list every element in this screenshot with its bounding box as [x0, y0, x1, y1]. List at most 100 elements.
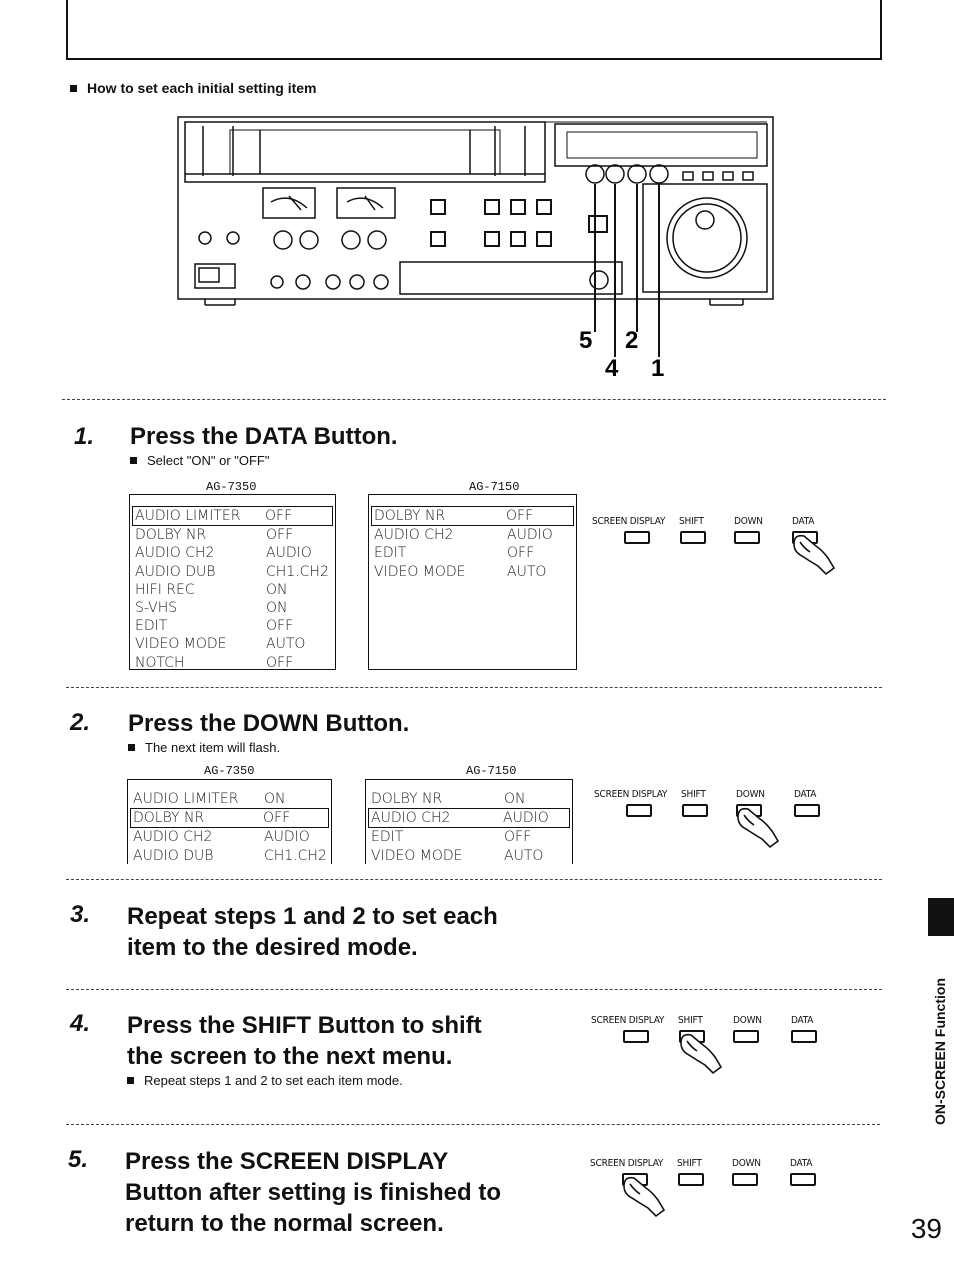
- menu-item-label: DOLBY NR: [133, 810, 205, 827]
- step-note: Repeat steps 1 and 2 to set each item mo…: [127, 1073, 403, 1088]
- button-group-step5: SCREEN DISPLAY SHIFT DOWN DATA: [590, 1158, 850, 1228]
- menu-item-value: ON: [266, 581, 288, 598]
- menu-item-value: OFF: [265, 508, 293, 524]
- top-frame: [66, 0, 882, 60]
- down-button[interactable]: [734, 531, 760, 544]
- step-number: 1.: [74, 423, 95, 450]
- menu-row-selected: DOLBY NR OFF: [371, 506, 574, 527]
- menu-row: NOTCH OFF: [130, 654, 335, 672]
- down-button[interactable]: [733, 1030, 759, 1043]
- menu-item-value: OFF: [507, 545, 535, 562]
- menu-row-selected: DOLBY NR OFF: [130, 808, 329, 829]
- button-label: SHIFT: [677, 1158, 702, 1169]
- divider: [66, 879, 882, 880]
- callout-5: 5: [579, 327, 592, 354]
- menu-item-label: DOLBY NR: [371, 791, 443, 807]
- menu-row: DOLBY NR ON: [366, 790, 572, 808]
- data-button[interactable]: [791, 1030, 817, 1043]
- menu-item-value: ON: [266, 599, 288, 616]
- button-label: DATA: [790, 1158, 813, 1169]
- shift-button[interactable]: [680, 531, 706, 544]
- bullet-square: [128, 744, 135, 752]
- step-title: Press the DATA Button.: [130, 423, 398, 450]
- screen-display-button[interactable]: [624, 531, 650, 544]
- step-note: The next item will flash.: [128, 740, 280, 755]
- button-label: SHIFT: [678, 1015, 703, 1026]
- button-label: DATA: [791, 1015, 814, 1026]
- menu-row: AUDIO DUB CH1.CH2: [130, 563, 335, 581]
- menu-row: HIFI REC ON: [130, 581, 335, 599]
- menu-item-value: OFF: [263, 810, 291, 827]
- intro-heading: How to set each initial setting item: [70, 80, 316, 96]
- menu-item-value: CH1.CH2: [264, 847, 327, 864]
- menu-item-label: AUDIO DUB: [135, 563, 216, 580]
- menu-model-label: AG-7350: [204, 764, 255, 778]
- menu-item-label: DOLBY NR: [374, 508, 446, 524]
- button-label: SCREEN DISPLAY: [594, 789, 668, 800]
- menu-item-label: S-VHS: [135, 599, 178, 616]
- data-button[interactable]: [790, 1173, 816, 1186]
- button-label: SCREEN DISPLAY: [590, 1158, 664, 1169]
- callout-1: 1: [651, 355, 664, 382]
- menu-item-label: HIFI REC: [135, 581, 195, 598]
- pressing-finger-icon: [623, 1176, 666, 1218]
- menu-item-value: OFF: [266, 618, 294, 635]
- bullet-square: [70, 84, 77, 92]
- menu-item-label: VIDEO MODE: [371, 847, 463, 864]
- menu-item-value: AUDIO: [266, 545, 312, 562]
- shift-button[interactable]: [678, 1173, 704, 1186]
- button-label: DOWN: [733, 1015, 762, 1026]
- menu-item-label: EDIT: [135, 618, 168, 635]
- divider: [66, 687, 882, 688]
- divider: [66, 1124, 880, 1125]
- divider: [66, 989, 882, 990]
- data-button[interactable]: [794, 804, 820, 817]
- screen-display-button[interactable]: [626, 804, 652, 817]
- menu-row: EDIT OFF: [130, 617, 335, 635]
- callout-4: 4: [605, 355, 619, 382]
- page-number: 39: [910, 1213, 942, 1244]
- menu-item-label: AUDIO CH2: [371, 810, 451, 827]
- button-label: DOWN: [732, 1158, 761, 1169]
- menu-item-label: NOTCH: [135, 654, 185, 671]
- step-number: 4.: [70, 1010, 91, 1037]
- screen-display-button[interactable]: [623, 1030, 649, 1043]
- button-label: SCREEN DISPLAY: [592, 516, 666, 527]
- button-group-step4: SCREEN DISPLAY SHIFT DOWN DATA: [591, 1015, 851, 1085]
- shift-button[interactable]: [682, 804, 708, 817]
- down-button[interactable]: [732, 1173, 758, 1186]
- menu-item-label: AUDIO CH2: [133, 829, 213, 846]
- menu-item-label: AUDIO LIMITER: [133, 791, 239, 807]
- button-label: SCREEN DISPLAY: [591, 1015, 665, 1026]
- menu-model-label: AG-7150: [469, 480, 520, 494]
- menu-item-label: EDIT: [371, 829, 404, 846]
- menu-item-value: OFF: [506, 508, 534, 524]
- pressing-finger-icon: [737, 807, 780, 849]
- step-title: Press the SCREEN DISPLAY Button after se…: [125, 1148, 501, 1237]
- menu-item-label: AUDIO CH2: [374, 527, 454, 544]
- menu-item-value: ON: [504, 791, 526, 807]
- menu-item-value: ON: [264, 791, 286, 807]
- button-label: DOWN: [734, 516, 763, 527]
- menu-item-label: AUDIO LIMITER: [135, 508, 241, 524]
- menu-item-value: CH1.CH2: [266, 563, 329, 580]
- button-label: DATA: [792, 516, 815, 527]
- callout-2: 2: [625, 327, 638, 354]
- menu-item-value: AUDIO: [503, 810, 549, 827]
- bullet-square: [127, 1077, 134, 1085]
- menu-item-value: OFF: [266, 654, 294, 671]
